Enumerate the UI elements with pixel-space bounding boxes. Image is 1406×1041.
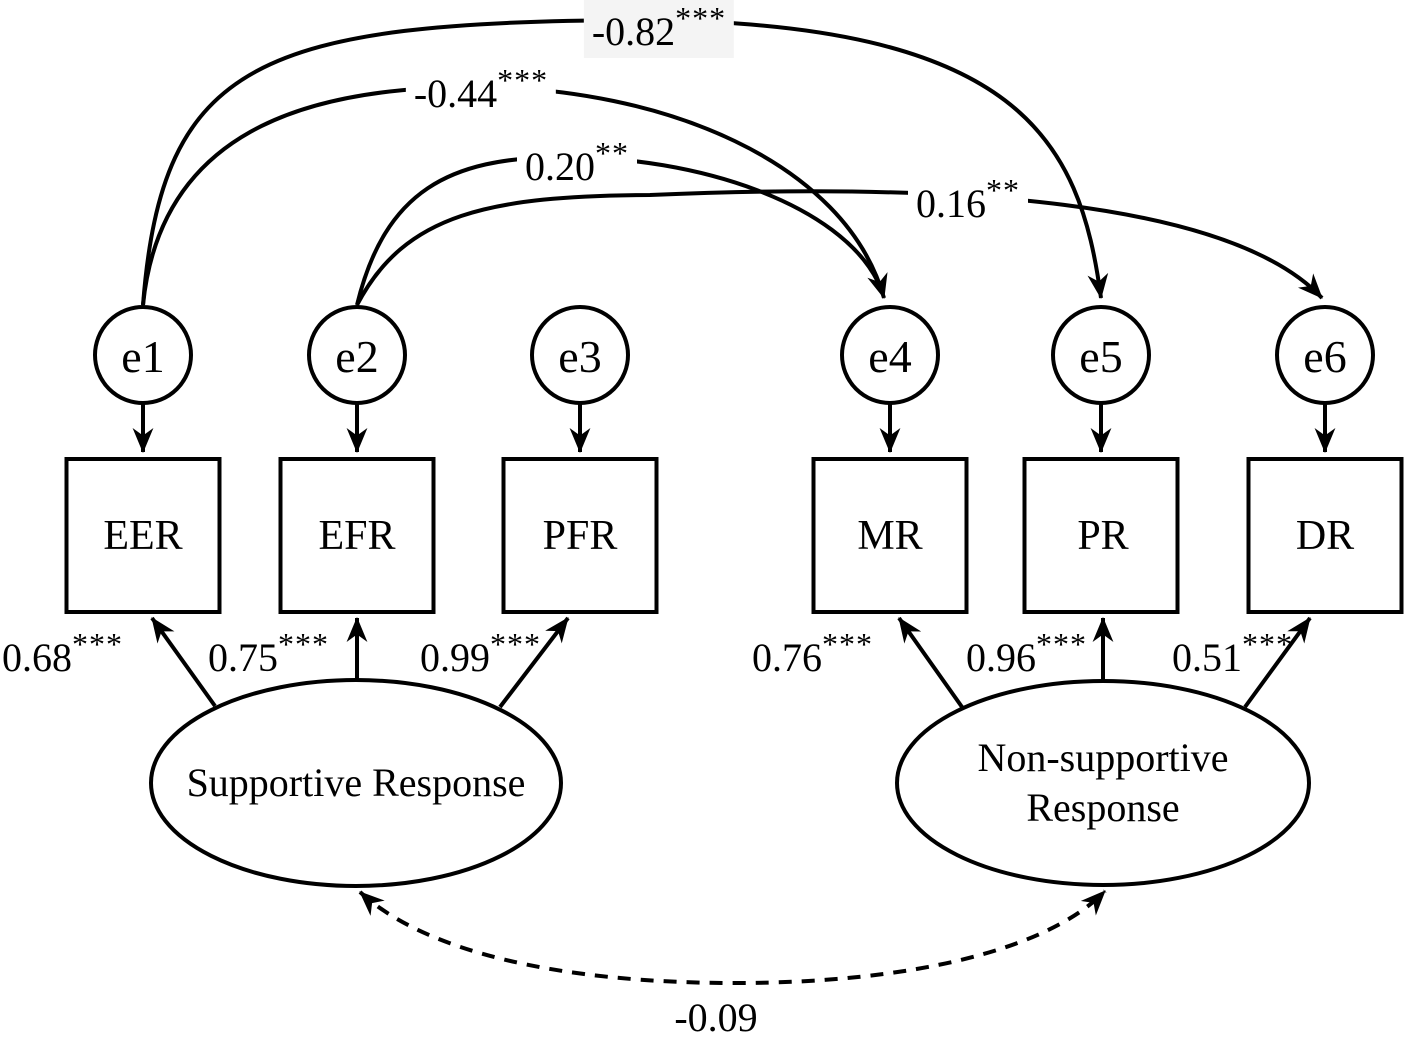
error-circle-e2	[307, 305, 407, 405]
indicator-box-eer	[64, 457, 222, 614]
indicator-label-pfr: PFR	[542, 513, 618, 559]
covariance-label-e1-e5: -0.82***	[583, 0, 735, 58]
error-circle-e3	[530, 305, 630, 405]
indicator-box-efr	[278, 457, 436, 614]
loading-label-eer: 0.68***	[2, 628, 123, 678]
loading-value: 0.96	[966, 635, 1036, 680]
covariance-label-e2-e6: 0.16**	[908, 172, 1028, 230]
covariance-label-e1-e4: -0.44***	[405, 62, 557, 120]
error-label-e3: e3	[558, 331, 602, 382]
factor-covariance-curve	[358, 889, 1107, 986]
loading-label-pfr: 0.99***	[420, 628, 541, 678]
indicator-label-efr: EFR	[318, 513, 396, 559]
loading-label-efr: 0.75***	[208, 628, 329, 678]
error-circle-e6	[1275, 305, 1375, 405]
covariance-label-e2-e4: 0.20**	[517, 135, 637, 193]
covariance-value: 0.20	[525, 144, 595, 189]
covariance-value: 0.16	[916, 181, 986, 226]
error-circle-e1	[93, 305, 193, 405]
loading-arrow-pfr	[498, 616, 570, 709]
loading-label-pr: 0.96***	[966, 628, 1087, 678]
significance-stars: **	[595, 135, 629, 171]
loading-value: 0.99	[420, 635, 490, 680]
significance-stars: ***	[278, 626, 329, 662]
indicator-box-dr	[1246, 457, 1404, 614]
indicator-label-eer: EER	[103, 513, 183, 559]
significance-stars: **	[986, 172, 1020, 208]
covariance-value: -0.82	[591, 9, 676, 54]
indicator-label-pr: PR	[1077, 513, 1129, 559]
error-label-e2: e2	[335, 331, 379, 382]
error-circle-e4	[840, 305, 940, 405]
covariance-value: -0.44	[413, 71, 498, 116]
significance-stars: ***	[1036, 626, 1087, 662]
loading-arrow-dr	[1243, 616, 1312, 709]
indicator-box-pr	[1022, 457, 1180, 614]
significance-stars: ***	[675, 0, 727, 36]
significance-stars: ***	[822, 626, 873, 662]
error-label-e4: e4	[868, 331, 912, 382]
loading-arrow-eer	[150, 616, 217, 708]
significance-stars: ***	[497, 62, 549, 98]
loading-label-mr: 0.76***	[752, 628, 873, 678]
latent-label-nonsupportive: Non-supportive Response	[977, 735, 1229, 830]
indicator-box-pfr	[501, 457, 659, 614]
significance-stars: ***	[490, 626, 541, 662]
loading-value: 0.75	[208, 635, 278, 680]
loading-value: 0.76	[752, 635, 822, 680]
error-label-e6: e6	[1303, 331, 1347, 382]
loading-value: 0.68	[2, 635, 72, 680]
significance-stars: ***	[1242, 626, 1293, 662]
indicator-label-mr: MR	[857, 513, 923, 559]
loading-value: 0.51	[1172, 635, 1242, 680]
factor-covariance-label: -0.09	[674, 995, 758, 1040]
error-label-e5: e5	[1079, 331, 1123, 382]
covariance-curve-e2-e6	[355, 189, 1324, 306]
indicator-label-dr: DR	[1295, 513, 1355, 559]
indicator-box-mr	[811, 457, 969, 614]
error-label-e1: e1	[121, 331, 165, 382]
loading-label-dr: 0.51***	[1172, 628, 1293, 678]
loading-arrow-mr	[897, 616, 964, 709]
latent-label-supportive: Supportive Response	[186, 760, 526, 805]
significance-stars: ***	[72, 626, 123, 662]
error-circle-e5	[1051, 305, 1151, 405]
